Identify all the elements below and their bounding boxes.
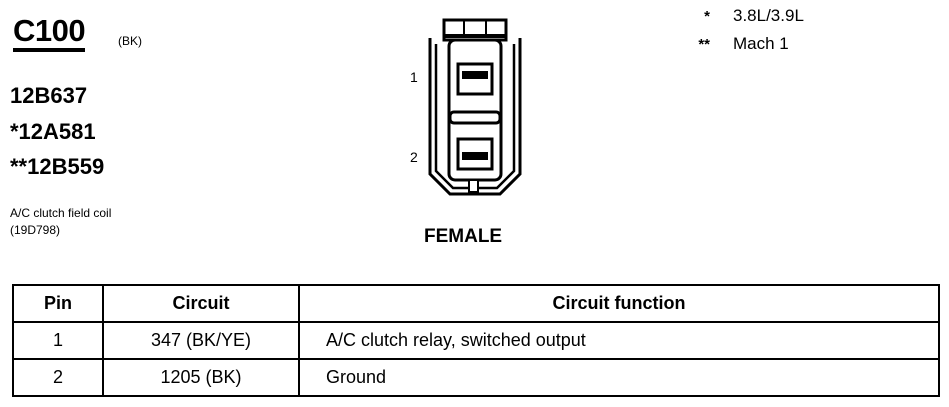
cell-pin: 1 [12,321,104,360]
component-part-code: (19D798) [10,223,61,237]
part-number-variant-1: *12A581 [10,119,96,144]
cell-circuit: 347 (BK/YE) [102,321,300,360]
component-description: A/C clutch field coil [10,206,112,220]
pin-label-1: 1 [410,69,418,85]
legend-text-single: 3.8L/3.9L [733,6,804,25]
legend-symbol-single: * [704,8,710,25]
connector-color-code: (BK) [118,34,142,48]
table-header-row: Pin Circuit Circuit function [12,284,940,323]
pinout-table: Pin Circuit Circuit function 1 347 (BK/Y… [12,284,940,397]
header-pin: Pin [12,284,104,323]
cell-circuit-function: Ground [298,358,940,397]
cell-circuit: 1205 (BK) [102,358,300,397]
header-circuit: Circuit [102,284,300,323]
header-circuit-function: Circuit function [298,284,940,323]
part-number-primary: 12B637 [10,83,88,108]
connector-face-diagram [428,18,522,196]
cell-pin: 2 [12,358,104,397]
connector-gender-label: FEMALE [424,226,503,247]
legend-symbol-double: ** [698,36,710,53]
part-number-variant-2: **12B559 [10,154,105,179]
table-row: 2 1205 (BK) Ground [12,358,940,397]
connector-id: C100 [13,15,86,52]
legend-text-double: Mach 1 [733,34,789,53]
table-row: 1 347 (BK/YE) A/C clutch relay, switched… [12,321,940,360]
pin-label-2: 2 [410,149,418,165]
cell-circuit-function: A/C clutch relay, switched output [298,321,940,360]
